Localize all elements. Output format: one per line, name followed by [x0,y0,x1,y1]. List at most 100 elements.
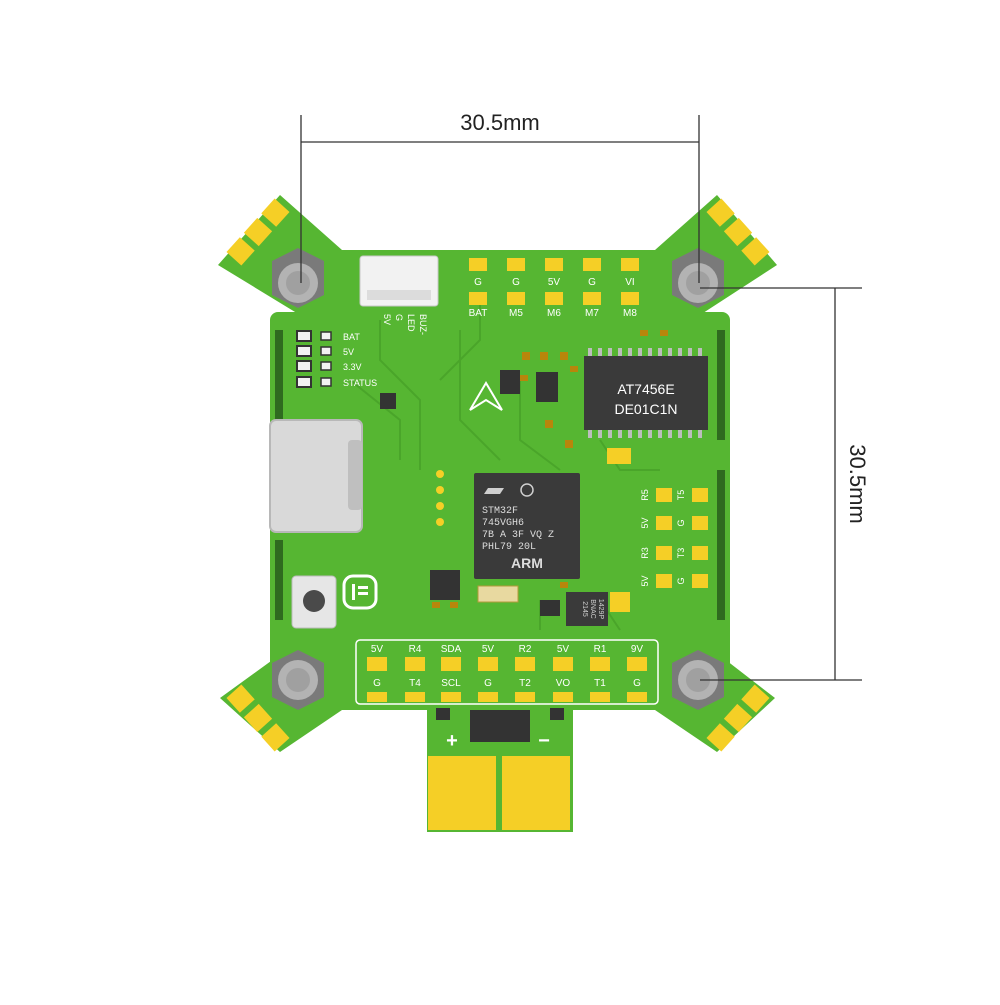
gyro-line-3: 2145 [581,601,588,617]
led-resistor [320,377,332,387]
connector-label: LED [406,314,416,332]
top-pad-upper-label: 5V [548,277,561,288]
connector-label: BUZ- [418,314,428,335]
right-pin-label-right: T3 [676,548,686,559]
top-pad-upper [469,258,487,271]
top-pad-upper-label: G [588,277,596,288]
top-pad-lower-label: M8 [623,308,637,319]
bottom-pad-upper-label: R1 [594,644,607,655]
bottom-pad-upper [367,657,387,671]
top-pad-lower [545,292,563,305]
mcu-line-4: PHL79 20L [482,542,536,553]
bottom-pad-lower [553,692,573,702]
bottom-pad-lower-label: SCL [441,678,461,689]
mcu-line-3: 7B A 3F VQ Z [482,530,554,541]
right-pin-label-left: R3 [640,547,650,559]
led-buzzer-connector [359,255,439,307]
gyro-chip: 1429P BNAC 2145 [566,592,608,626]
bottom-pad-lower-label: T4 [409,678,421,689]
right-pin-label-left: 5V [640,575,650,586]
bottom-pad-lower-label: G [373,678,381,689]
right-pin-label-right: G [676,577,686,584]
status-led [296,376,312,388]
top-pad-upper [621,258,639,271]
bottom-pad-lower [405,692,425,702]
bottom-pad-lower [478,692,498,702]
top-pad-upper [583,258,601,271]
bottom-header-outline [355,639,659,705]
bottom-pad-lower [515,692,535,702]
bottom-pad-upper-label: R4 [409,644,422,655]
bottom-pad-lower-label: T2 [519,678,531,689]
bottom-pad-upper [627,657,647,671]
led-resistor [320,331,332,341]
bottom-pad-upper [478,657,498,671]
top-pad-lower-label: M6 [547,308,561,319]
mcu-line-1: STM32F [482,506,518,517]
bottom-pad-lower-label: VO [556,678,571,689]
bottom-pad-upper-label: SDA [441,644,462,655]
right-pad-left [656,516,672,530]
dimension-vertical [700,287,862,681]
top-pad-lower-label: M7 [585,308,599,319]
dimension-label-horizontal: 30.5mm [460,110,539,135]
top-pad-upper [507,258,525,271]
small-components [380,330,668,616]
bottom-pad-upper [441,657,461,671]
power-section: + − [428,708,570,830]
right-pin-label-left: 5V [640,517,650,528]
led-resistor [320,346,332,356]
connector-label: G [394,314,404,321]
bottom-pad-lower-label: T1 [594,678,606,689]
bottom-pad-upper [590,657,610,671]
corner-pad-bottom-right [706,684,770,752]
mcu-brand: ARM [511,555,543,571]
bottom-pad-lower-label: G [633,678,641,689]
battery-pad-negative [502,756,570,830]
dimension-label-vertical: 30.5mm [845,444,870,523]
battery-pad-positive [428,756,496,830]
bottom-pad-upper-label: R2 [519,644,532,655]
top-pad-lower [507,292,525,305]
led-label: 3.3V [343,362,362,372]
boot-button[interactable] [291,575,337,629]
bottom-pad-lower-label: G [484,678,492,689]
status-led [296,360,312,372]
right-pad-right [692,488,708,502]
corner-pad-bottom-left [226,684,290,752]
top-pad-upper [545,258,563,271]
led-label: STATUS [343,378,377,388]
right-pin-label-right: T5 [676,490,686,501]
right-pad-left [656,546,672,560]
right-pad-right [692,574,708,588]
bottom-pad-lower [627,692,647,702]
top-pad-lower [469,292,487,305]
top-pad-lower-label: M5 [509,308,523,319]
top-pad-upper-label: G [512,277,520,288]
bottom-pad-upper [405,657,425,671]
bottom-pad-upper-label: 5V [371,644,384,655]
top-pad-upper-label: G [474,277,482,288]
led-resistor [320,361,332,371]
gyro-line-1: 1429P [597,599,604,620]
right-pad-left [656,574,672,588]
mount-nut-bottom-left [272,650,324,710]
top-pad-lower [583,292,601,305]
connector-label: 5V [382,314,392,325]
status-led [296,330,312,342]
osd-chip: AT7456E DE01C1N [584,348,708,438]
mount-nut-top-right [672,248,724,308]
right-pin-label-left: R5 [640,489,650,501]
mount-nut-top-left [272,248,324,308]
bottom-pad-upper [515,657,535,671]
iflight-logo-icon [342,574,378,610]
corner-pad-top-right [706,198,770,266]
gyro-line-2: BNAC [589,599,596,618]
right-pad-right [692,546,708,560]
bottom-pad-upper [553,657,573,671]
mount-nut-bottom-right [672,650,724,710]
